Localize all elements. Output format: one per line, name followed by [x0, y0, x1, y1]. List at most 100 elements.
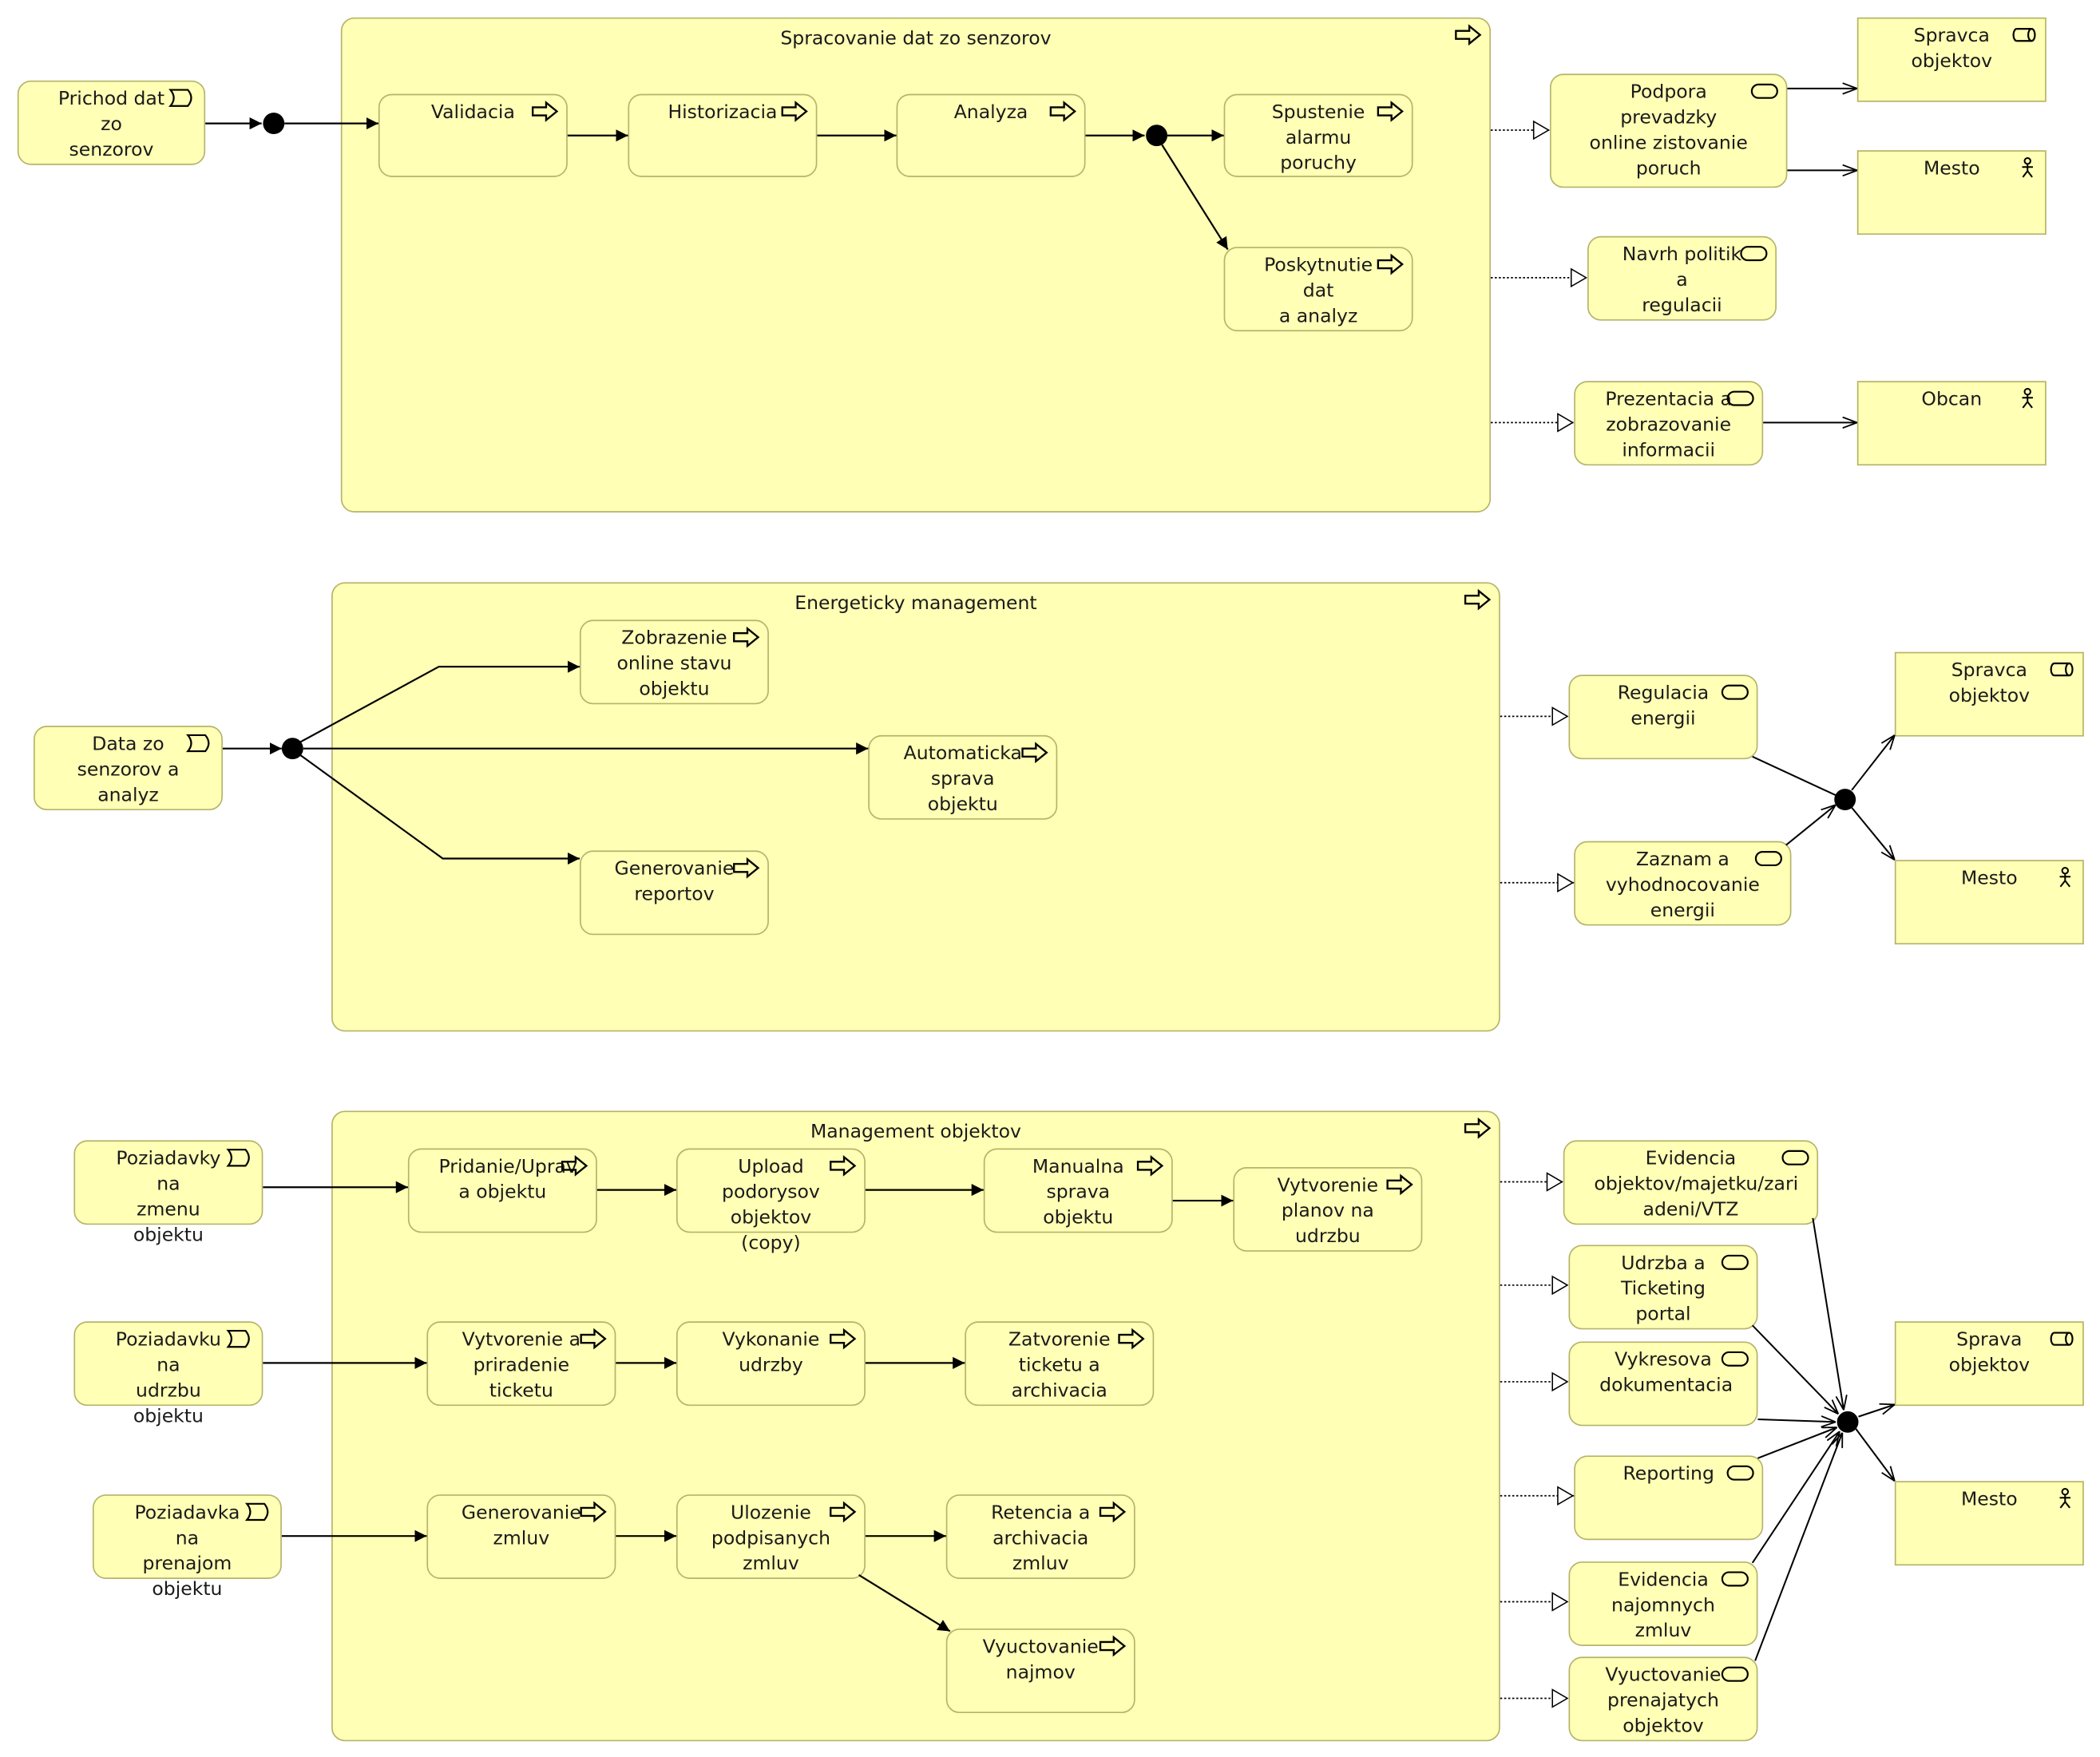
business-service-icon: [1739, 243, 1769, 264]
process-arrow-icon: [731, 857, 761, 879]
process-arrow-icon: [828, 1501, 858, 1523]
process-arrow-icon: [1376, 253, 1405, 275]
junction-energy-services: [1834, 789, 1856, 811]
process-arrow-icon: [1048, 101, 1077, 122]
business-service-icon: [1726, 388, 1755, 410]
process-arrow-icon: [578, 1328, 608, 1350]
process-arrow-icon: [1385, 1173, 1414, 1196]
business-actor-icon: [2047, 1488, 2076, 1510]
step-validacia[interactable]: Validacia: [378, 93, 568, 177]
actor-mesto[interactable]: Mesto: [1856, 150, 2047, 235]
event-sensor-and-analysis-data[interactable]: Data zo senzorov a analyz: [34, 726, 223, 811]
process-arrow-icon: [1463, 1117, 1492, 1139]
step-manualna-sprava[interactable]: Manualna sprava objektu: [983, 1148, 1173, 1233]
actor-obcan[interactable]: Obcan: [1856, 381, 2047, 466]
process-arrow-icon: [1376, 101, 1405, 122]
process-arrow-icon: [530, 101, 560, 122]
step-retencia-archivacia[interactable]: Retencia a archivacia zmluv: [945, 1494, 1135, 1579]
event-change-request[interactable]: Poziadavky na zmenu objektu: [73, 1140, 263, 1246]
business-event-icon: [244, 1501, 274, 1522]
service-evidencia-najomnych-zmluv[interactable]: Evidencia najomnych zmluv: [1568, 1561, 1758, 1646]
process-arrow-icon: [1453, 24, 1483, 46]
group-title: Energeticky management: [794, 592, 1037, 615]
business-actor-icon: [2009, 156, 2039, 179]
process-arrow-icon: [1116, 1328, 1146, 1350]
triggering-connectors-energy: [222, 660, 869, 865]
business-actor-icon: [2009, 388, 2039, 410]
process-arrow-icon: [1463, 588, 1492, 611]
step-poskytnutie-dat[interactable]: Poskytnutie dat a analyz: [1223, 247, 1413, 332]
service-reporting[interactable]: Reporting: [1574, 1455, 1764, 1541]
step-vykonanie-udrzby[interactable]: Vykonanie udrzby: [676, 1321, 866, 1407]
junction-after-analysis: [1146, 125, 1168, 147]
service-vykresova-dokumentacia[interactable]: Vykresova dokumentacia: [1568, 1341, 1758, 1427]
business-service-icon: [1749, 81, 1779, 102]
step-vyuctovanie-najmov[interactable]: Vyuctovanie najmov: [945, 1628, 1135, 1713]
business-service-icon: [1781, 1147, 1810, 1169]
role-spravca-objektov[interactable]: Spravca objektov: [1856, 17, 2047, 102]
step-upload-podorysov[interactable]: Upload podorysov objektov (copy): [676, 1148, 866, 1254]
business-service-icon: [1726, 1462, 1755, 1484]
actor-mesto-objects[interactable]: Mesto: [1894, 1481, 2084, 1566]
realization-connectors-objects: [1500, 1172, 1575, 1708]
event-maintenance-request[interactable]: Poziadavku na udrzbu objektu: [73, 1321, 263, 1427]
step-vytvorenie-planov[interactable]: Vytvorenie planov na udrzbu: [1233, 1167, 1423, 1252]
business-service-icon: [1720, 682, 1749, 703]
business-event-icon: [225, 1328, 255, 1350]
service-zaznam-vyhodnocovanie[interactable]: Zaznam a vyhodnocovanie energii: [1574, 841, 1792, 926]
serving-connectors-energy: [1752, 735, 1895, 860]
junction-energy-input: [281, 738, 303, 760]
step-historizacia[interactable]: Historizacia: [628, 93, 818, 177]
step-pridanie-uprava-objektu[interactable]: Pridanie/Uprav a objektu: [407, 1148, 597, 1233]
business-event-icon: [185, 733, 215, 754]
service-podpora-prevadzky[interactable]: Podpora prevadzky online zistovanie poru…: [1549, 73, 1788, 188]
business-service-icon: [1720, 1252, 1749, 1273]
process-arrow-icon: [828, 1154, 858, 1177]
serving-connectors-objects: [1751, 1217, 1895, 1661]
business-role-icon: [2009, 24, 2039, 46]
role-sprava-objektov[interactable]: Sprava objektov: [1894, 1321, 2084, 1407]
business-event-icon: [225, 1147, 255, 1169]
service-navrh-politik[interactable]: Navrh politik a regulacii: [1587, 235, 1777, 321]
business-service-icon: [1753, 848, 1783, 869]
step-generovanie-zmluv[interactable]: Generovanie zmluv: [426, 1494, 616, 1579]
realization-connectors-sensors: [1491, 120, 1588, 433]
process-arrow-icon: [731, 626, 761, 648]
process-arrow-icon: [578, 1501, 608, 1523]
actor-mesto-energy[interactable]: Mesto: [1894, 860, 2084, 945]
process-arrow-icon: [779, 101, 809, 122]
business-service-icon: [1720, 1348, 1749, 1370]
business-service-icon: [1720, 1664, 1749, 1685]
service-regulacia-energii[interactable]: Regulacia energii: [1568, 675, 1758, 760]
process-arrow-icon: [1135, 1154, 1165, 1177]
event-sensor-data-arrival[interactable]: Prichod dat zo senzorov: [17, 80, 206, 165]
business-service-icon: [1720, 1569, 1749, 1590]
group-title: Management objektov: [810, 1121, 1021, 1143]
group-title: Spracovanie dat zo senzorov: [780, 28, 1052, 50]
step-zatvorenie-ticketu[interactable]: Zatvorenie ticketu a archivacia: [965, 1321, 1155, 1407]
role-spravca-objektov-energy[interactable]: Spravca objektov: [1894, 651, 2084, 737]
business-actor-icon: [2047, 866, 2076, 888]
junction-object-services: [1837, 1411, 1859, 1433]
business-event-icon: [168, 87, 197, 109]
event-rental-request[interactable]: Poziadavka na prenajom objektu: [92, 1494, 282, 1601]
step-vytvorenie-ticketu[interactable]: Vytvorenie a priradenie ticketu: [426, 1321, 616, 1407]
business-role-icon: [2047, 659, 2076, 680]
serving-connectors-sensors: [1763, 89, 1857, 422]
service-evidencia-objektov[interactable]: Evidencia objektov/majetku/zari adeni/VT…: [1563, 1140, 1819, 1225]
service-prezentacia[interactable]: Prezentacia a zobrazovanie informacii: [1574, 381, 1764, 466]
step-zobrazenie-online-stavu[interactable]: Zobrazenie online stavu objektu: [579, 619, 769, 705]
step-spustenie-alarmu[interactable]: Spustenie alarmu poruchy: [1223, 93, 1413, 177]
step-ulozenie-zmluv[interactable]: Ulozenie podpisanych zmluv: [676, 1494, 866, 1579]
step-automaticka-sprava[interactable]: Automaticka sprava objektu: [868, 734, 1058, 820]
triggering-connectors-objects: [263, 1181, 1234, 1632]
service-vyuctovanie-prenajatych[interactable]: Vyuctovanie prenajatych objektov: [1568, 1656, 1758, 1742]
process-arrow-icon: [1098, 1635, 1127, 1657]
process-arrow-icon: [828, 1328, 858, 1350]
step-analyza[interactable]: Analyza: [896, 93, 1086, 177]
process-arrow-icon: [1098, 1501, 1127, 1523]
service-udrzba-ticketing[interactable]: Udrzba a Ticketing portal: [1568, 1245, 1758, 1330]
triggering-connectors-sensors: [205, 117, 1229, 251]
step-generovanie-reportov[interactable]: Generovanie reportov: [579, 850, 769, 936]
